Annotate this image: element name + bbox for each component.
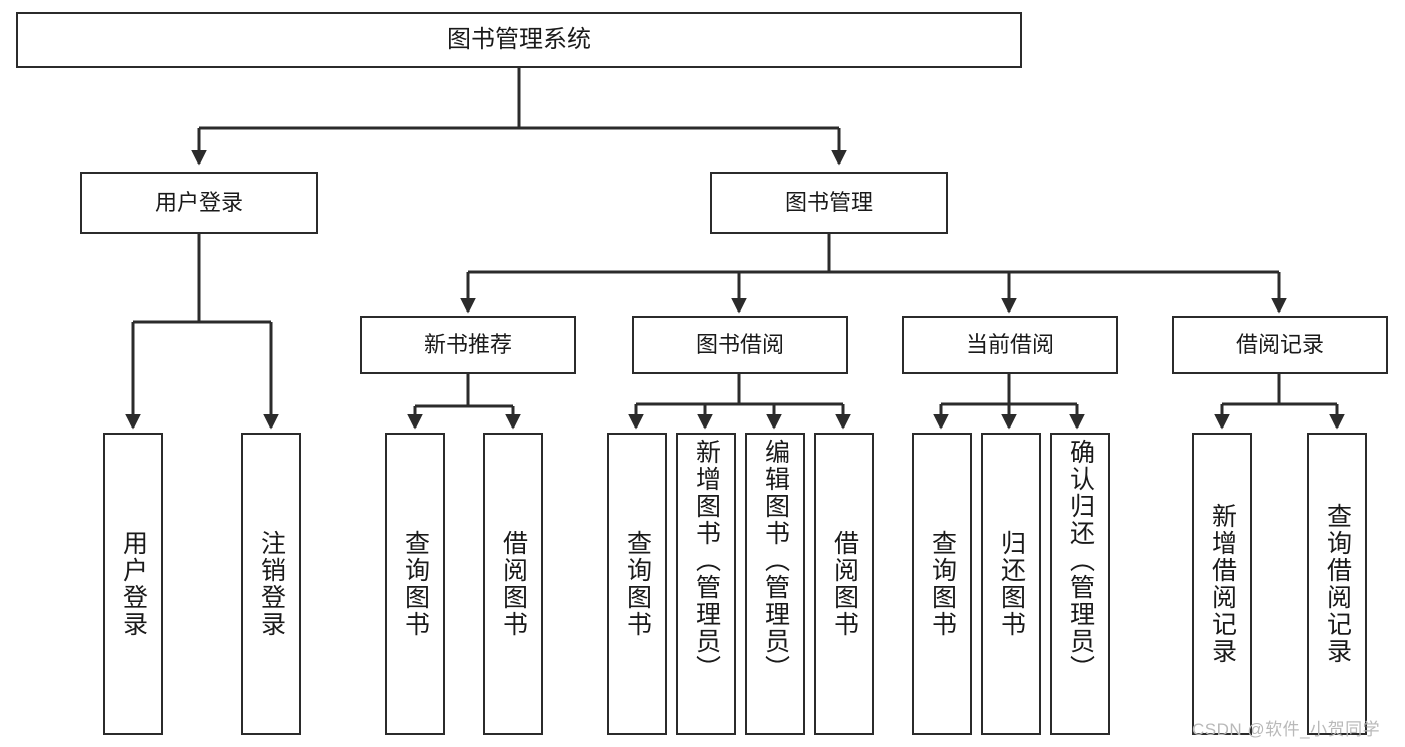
node-current-borrow[interactable]: 当前借阅 bbox=[902, 316, 1118, 374]
node-leaf-user-logout-label: 注销登录 bbox=[257, 530, 286, 638]
node-new-book-recommend[interactable]: 新书推荐 bbox=[360, 316, 576, 374]
node-leaf-query-book-3-label: 查询图书 bbox=[928, 530, 957, 638]
node-leaf-query-record-label: 查询借阅记录 bbox=[1323, 503, 1352, 665]
node-leaf-return-book[interactable]: 归还图书 bbox=[981, 433, 1041, 735]
node-leaf-query-book-3[interactable]: 查询图书 bbox=[912, 433, 972, 735]
node-current-borrow-label: 当前借阅 bbox=[965, 332, 1054, 358]
node-leaf-query-book-2[interactable]: 查询图书 bbox=[607, 433, 667, 735]
node-root[interactable]: 图书管理系统 bbox=[16, 12, 1022, 68]
node-book-manage[interactable]: 图书管理 bbox=[710, 172, 948, 234]
node-leaf-query-book-1-label: 查询图书 bbox=[401, 530, 430, 638]
node-leaf-borrow-book-2-label: 借阅图书 bbox=[830, 530, 859, 638]
node-leaf-borrow-book-1[interactable]: 借阅图书 bbox=[483, 433, 543, 735]
watermark: CSDN @软件_小贺同学 bbox=[1192, 720, 1381, 739]
node-leaf-edit-book-label: 编辑图书（管理员） bbox=[761, 439, 790, 682]
node-leaf-add-record[interactable]: 新增借阅记录 bbox=[1192, 433, 1252, 735]
node-leaf-query-book-2-label: 查询图书 bbox=[623, 530, 652, 638]
node-leaf-user-login-label: 用户登录 bbox=[119, 530, 148, 638]
node-leaf-query-book-1[interactable]: 查询图书 bbox=[385, 433, 445, 735]
node-leaf-add-book[interactable]: 新增图书（管理员） bbox=[676, 433, 736, 735]
node-leaf-query-record[interactable]: 查询借阅记录 bbox=[1307, 433, 1367, 735]
node-new-book-recommend-label: 新书推荐 bbox=[423, 332, 512, 358]
node-leaf-add-book-label: 新增图书（管理员） bbox=[692, 439, 721, 682]
node-leaf-borrow-book-2[interactable]: 借阅图书 bbox=[814, 433, 874, 735]
node-leaf-edit-book[interactable]: 编辑图书（管理员） bbox=[745, 433, 805, 735]
node-borrow-record[interactable]: 借阅记录 bbox=[1172, 316, 1388, 374]
node-book-borrow-label: 图书借阅 bbox=[695, 332, 784, 358]
node-leaf-confirm-return[interactable]: 确认归还（管理员） bbox=[1050, 433, 1110, 735]
node-leaf-return-book-label: 归还图书 bbox=[997, 530, 1026, 638]
node-leaf-confirm-return-label: 确认归还（管理员） bbox=[1066, 439, 1095, 682]
node-leaf-borrow-book-1-label: 借阅图书 bbox=[499, 530, 528, 638]
node-user-login[interactable]: 用户登录 bbox=[80, 172, 318, 234]
node-leaf-add-record-label: 新增借阅记录 bbox=[1208, 503, 1237, 665]
node-book-borrow[interactable]: 图书借阅 bbox=[632, 316, 848, 374]
node-borrow-record-label: 借阅记录 bbox=[1235, 332, 1324, 358]
node-book-manage-label: 图书管理 bbox=[784, 190, 873, 216]
node-leaf-user-logout[interactable]: 注销登录 bbox=[241, 433, 301, 735]
node-leaf-user-login[interactable]: 用户登录 bbox=[103, 433, 163, 735]
node-user-login-label: 用户登录 bbox=[154, 190, 243, 216]
node-root-label: 图书管理系统 bbox=[447, 25, 591, 53]
